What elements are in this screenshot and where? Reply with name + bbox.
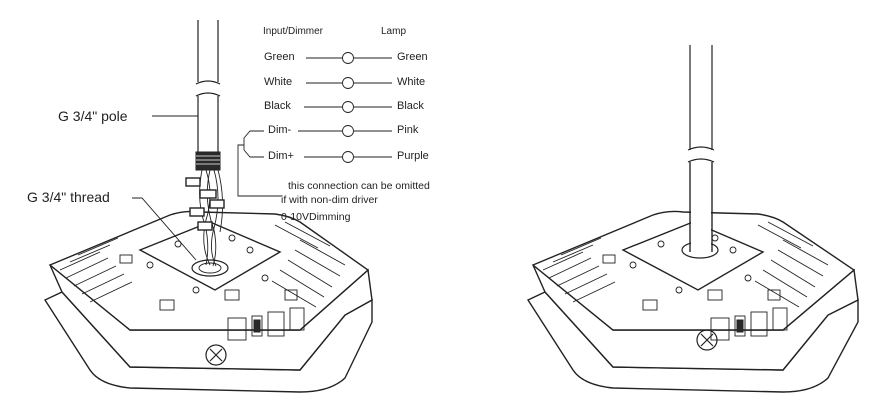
note-dimming-type: 0-10VDimming	[281, 211, 351, 223]
wire-lamp-black: Black	[397, 100, 424, 112]
wire-input-dim-plus: Dim+	[268, 150, 294, 162]
wire-input-white: White	[264, 76, 293, 88]
lamp-header: Lamp	[381, 26, 407, 37]
left-fixture	[43, 210, 373, 393]
note-non-dim: if with non-dim driver	[281, 194, 378, 206]
pole-label: G 3/4" pole	[58, 108, 128, 124]
right-pole	[687, 45, 715, 252]
thread-label: G 3/4" thread	[27, 189, 110, 205]
input-dimmer-header: Input/Dimmer	[263, 26, 324, 37]
wire-input-black: Black	[264, 100, 291, 112]
wire-input-green: Green	[264, 51, 295, 63]
wire-input-dim-minus: Dim-	[268, 124, 292, 136]
left-pole	[185, 20, 225, 267]
callout-lines	[132, 115, 198, 261]
wire-lamp-green: Green	[397, 51, 428, 63]
right-fixture	[526, 210, 859, 393]
wiring-lines	[237, 52, 392, 197]
wire-lamp-purple: Purple	[397, 150, 429, 162]
wire-lamp-pink: Pink	[397, 124, 419, 136]
note-omit-connection: this connection can be omitted	[288, 180, 430, 192]
wire-lamp-white: White	[397, 76, 426, 88]
